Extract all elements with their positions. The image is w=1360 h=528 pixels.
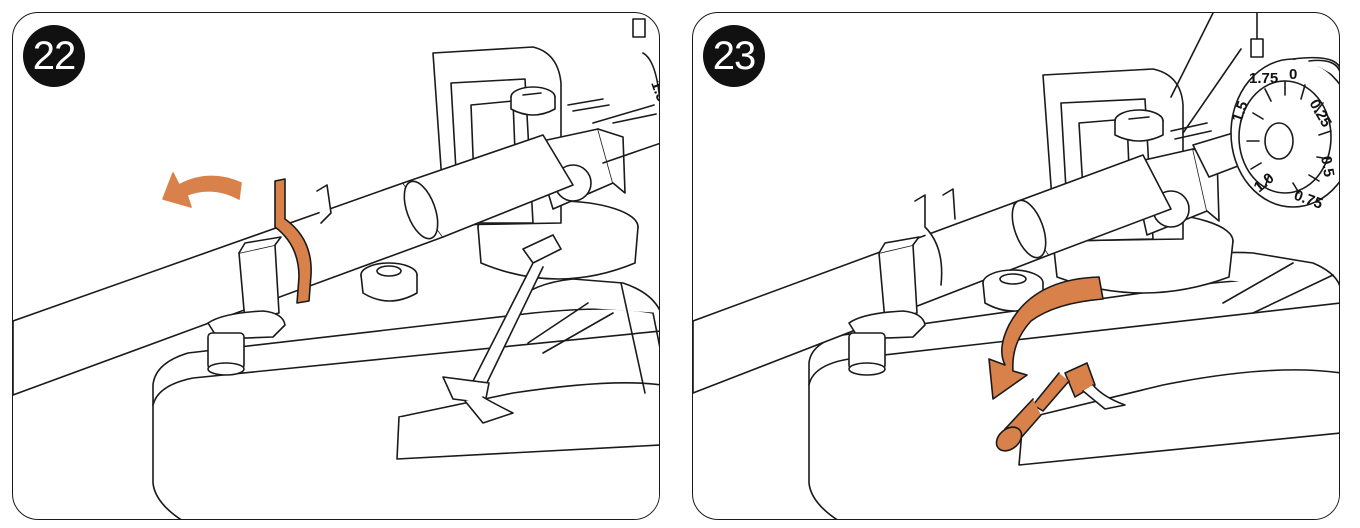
step-number-badge: 23 xyxy=(703,25,765,87)
lock-knob xyxy=(360,262,418,302)
arm-rest-post xyxy=(207,184,332,376)
step-22-panel: 1.5 22 xyxy=(12,12,660,520)
tonearm-illustration: 1.5 xyxy=(13,18,660,519)
antiskate-dial-edge: 1.5 xyxy=(632,18,660,125)
arm-rest-clip xyxy=(274,178,312,304)
cue-lever xyxy=(442,234,562,424)
dial-label: 0 xyxy=(1289,66,1297,83)
curved-arrow-left-icon xyxy=(162,172,242,208)
curved-arrow-down-icon xyxy=(988,276,1104,400)
tonearm-illustration: 1.75 0 0.25 0.5 0.75 1.0 1.5 xyxy=(693,13,1339,519)
cue-lever xyxy=(995,362,1126,452)
tonearm-tube xyxy=(13,102,659,396)
step-23-panel: 1.75 0 0.25 0.5 0.75 1.0 1.5 xyxy=(692,12,1340,520)
antiskate-dial: 1.75 0 0.25 0.5 0.75 1.0 1.5 xyxy=(1170,13,1339,213)
dial-label: 1.75 xyxy=(1249,70,1278,87)
arm-rest-post xyxy=(848,188,956,376)
dial-label: 0.5 xyxy=(1317,155,1337,178)
step-number-badge: 22 xyxy=(23,25,85,87)
tonearm-base xyxy=(152,278,659,519)
svg-text:1.5: 1.5 xyxy=(647,79,660,104)
dial-label: 1.5 xyxy=(1229,99,1252,124)
tonearm-base xyxy=(808,251,1339,519)
